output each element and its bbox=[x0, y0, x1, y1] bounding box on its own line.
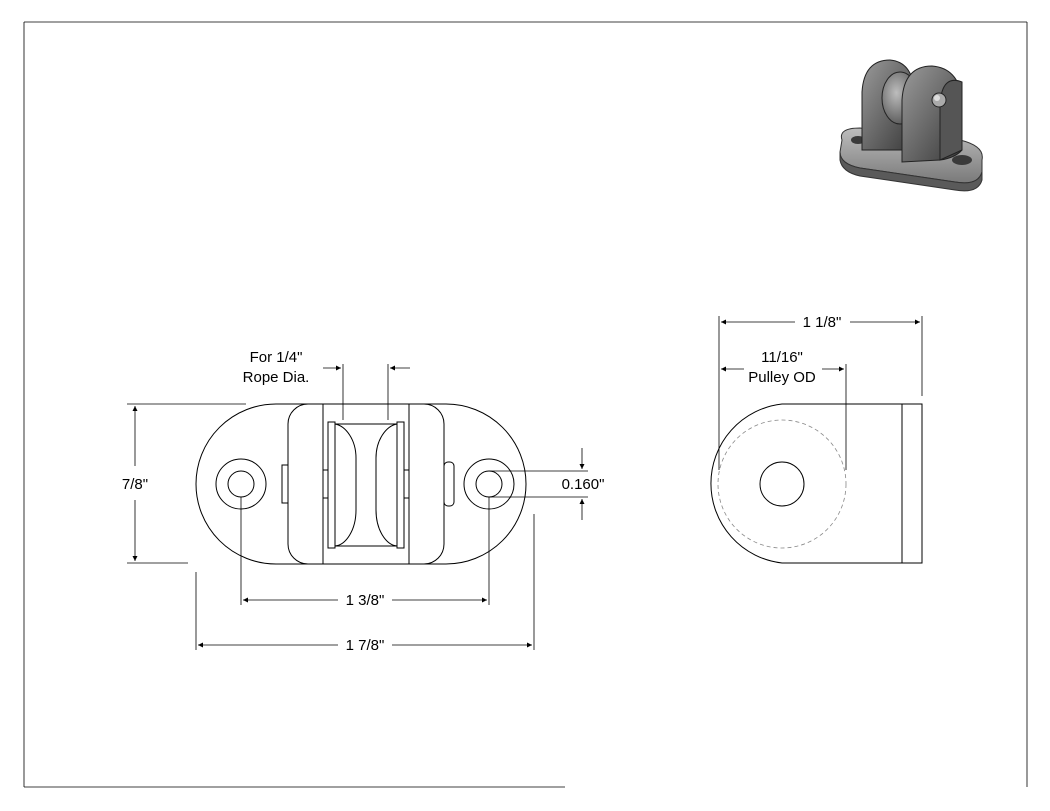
pulley-od-line1: 11/16" bbox=[761, 349, 803, 366]
side-width-dimension: 1 1/8" bbox=[803, 314, 842, 331]
height-dimension: 7/8" bbox=[122, 476, 148, 493]
side-view bbox=[710, 403, 923, 564]
drawing-frame bbox=[23, 21, 1028, 788]
rope-note-line2: Rope Dia. bbox=[243, 369, 310, 386]
rope-note-line1: For 1/4" bbox=[250, 349, 303, 366]
pulley-od-line2: Pulley OD bbox=[748, 369, 816, 386]
isometric-view bbox=[839, 59, 983, 192]
hole-spacing-dimension: 1 3/8" bbox=[346, 592, 385, 609]
dimensions: 7/8" For 1/4" Rope Dia. 0.160" 1 3/8" 1 … bbox=[122, 314, 923, 654]
hole-diameter-dimension: 0.160" bbox=[562, 476, 605, 493]
front-view bbox=[195, 403, 527, 565]
overall-length-dimension: 1 7/8" bbox=[346, 637, 385, 654]
